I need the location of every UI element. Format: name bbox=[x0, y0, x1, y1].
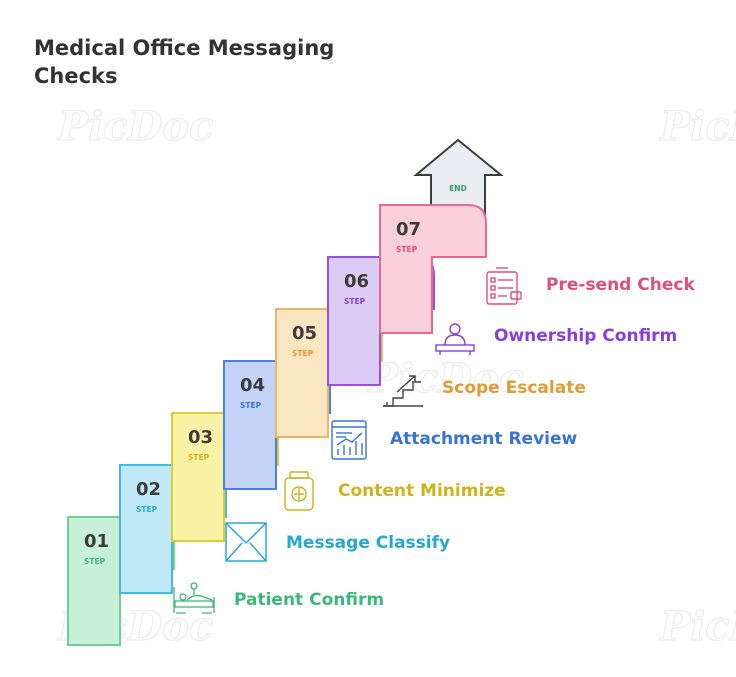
step-number: 07 bbox=[396, 219, 421, 240]
step-number: 02 bbox=[136, 479, 161, 500]
checklist-icon bbox=[486, 267, 522, 305]
step-word: STEP bbox=[84, 557, 106, 566]
step-word: STEP bbox=[188, 453, 210, 462]
step-word: STEP bbox=[292, 349, 314, 358]
step-label: Ownership Confirm bbox=[494, 326, 677, 346]
watermark: PicDoc bbox=[659, 603, 736, 650]
step-label: Patient Confirm bbox=[234, 590, 384, 610]
step-label: Scope Escalate bbox=[442, 378, 586, 398]
step-number: 05 bbox=[292, 323, 317, 344]
envelope-icon bbox=[225, 522, 267, 562]
jar-icon bbox=[284, 471, 314, 511]
step-number: 04 bbox=[240, 375, 265, 396]
step-number: 03 bbox=[188, 427, 213, 448]
diagram-title: Medical Office Messaging Checks bbox=[34, 36, 335, 88]
step-block bbox=[379, 204, 487, 334]
step-word: STEP bbox=[344, 297, 366, 306]
end-label: END bbox=[449, 184, 467, 193]
step-label: Pre-send Check bbox=[546, 275, 695, 295]
watermark: PicDoc bbox=[659, 103, 736, 150]
watermark: PicDoc bbox=[367, 355, 523, 402]
step-word: STEP bbox=[396, 245, 418, 254]
step-label: Attachment Review bbox=[390, 429, 578, 449]
step-word: STEP bbox=[136, 505, 158, 514]
watermark: PicDoc bbox=[57, 103, 213, 150]
step-word: STEP bbox=[240, 401, 262, 410]
steps-layer: 01STEP02STEP03STEP04STEP05STEP06STEP07ST… bbox=[67, 204, 487, 646]
step-number: 06 bbox=[344, 271, 369, 292]
stairs-arrow-icon bbox=[383, 375, 423, 407]
labels-layer: Patient Confirm Message Classify Content M… bbox=[234, 275, 695, 610]
chart-document-icon bbox=[331, 420, 367, 460]
step-label: Message Classify bbox=[286, 533, 450, 553]
step-label: Content Minimize bbox=[338, 481, 506, 501]
person-desk-icon bbox=[435, 323, 475, 355]
step-number: 01 bbox=[84, 531, 109, 552]
watermark-group: PicDoc PicDoc PicDoc PicDoc PicDoc bbox=[56, 102, 736, 650]
patient-bed-icon bbox=[173, 582, 215, 614]
